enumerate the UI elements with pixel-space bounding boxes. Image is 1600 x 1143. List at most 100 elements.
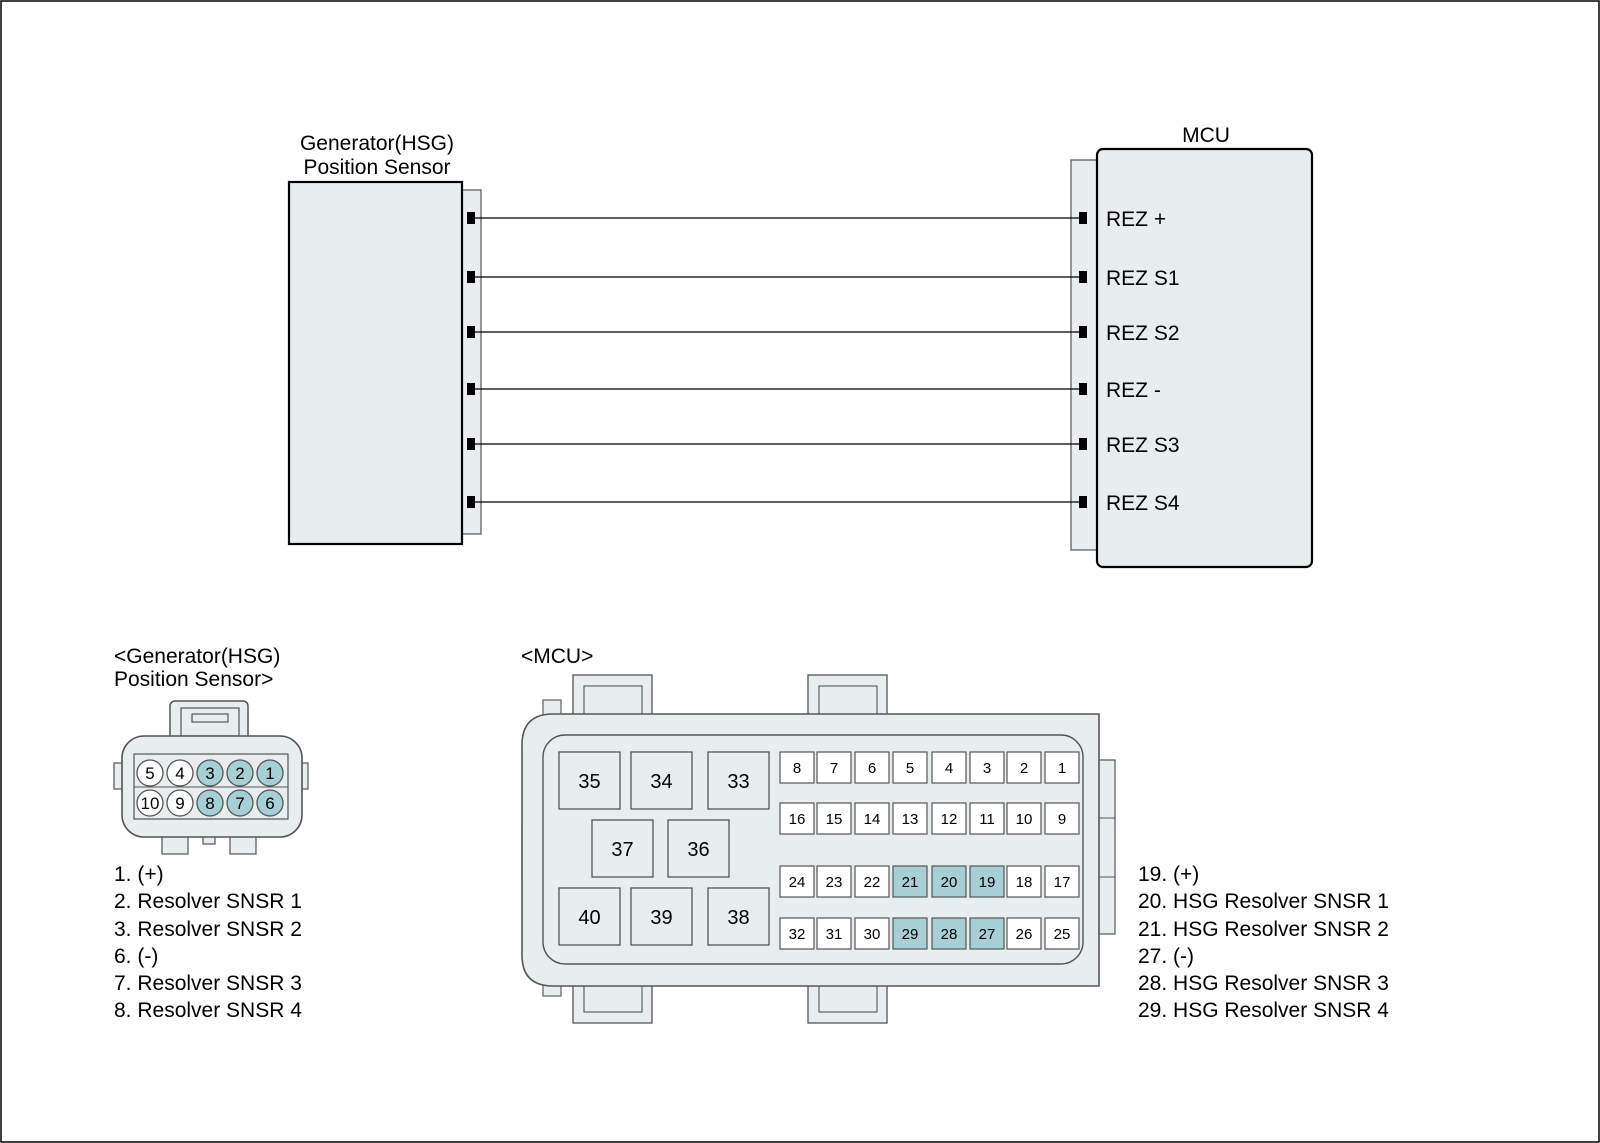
connector-latch-slot [191, 713, 229, 723]
mcu-pin-cell [931, 802, 967, 835]
mcu-pin-cell [816, 751, 852, 784]
sensor-connector-title-line1: <Generator(HSG) [114, 645, 280, 668]
mcu-pin-number: 16 [789, 811, 806, 828]
mcu-terminal [1079, 438, 1087, 450]
mcu-connector-strip [1070, 159, 1098, 551]
mcu-large-pin-number: 36 [687, 839, 709, 861]
mcu-pin-cell [779, 865, 815, 898]
sensor-pin-number: 7 [235, 794, 244, 813]
sensor-title-line2: Position Sensor [303, 156, 450, 179]
mcu-pin-cell [892, 802, 928, 835]
mcu-body [1095, 147, 1314, 569]
mcu-pin-label: REZ S4 [1106, 492, 1180, 515]
mcu-terminal [1079, 212, 1087, 224]
mcu-large-pin-cell [591, 819, 654, 878]
wire-harness: REZ + REZ S1 REZ S2 REZ - REZ S3 REZ S4 [467, 208, 1180, 515]
mcu-pin-number: 8 [793, 760, 801, 777]
mcu-pin-number: 1 [1058, 760, 1066, 777]
mcu-terminal [1079, 383, 1087, 395]
sensor-pin-cell [166, 759, 194, 787]
mcu-pin-cell [931, 751, 967, 784]
mcu-pin-label: REZ S3 [1106, 434, 1180, 457]
mcu-pin-cell [1006, 865, 1042, 898]
connector-lock-tab-inner [818, 982, 878, 1013]
mcu-pin-number: 23 [826, 874, 843, 891]
mcu-pin-number: 4 [945, 760, 953, 777]
connector-lock-tab-inner [818, 685, 878, 716]
mcu-pin-label: REZ S1 [1106, 267, 1180, 290]
mcu-pin-number: 28 [941, 926, 958, 943]
sensor-connector-strip [459, 189, 482, 535]
mcu-large-pin-cell [630, 751, 693, 810]
mcu-large-pin-cell [667, 819, 730, 878]
sensor-pin-cell [226, 759, 254, 787]
sensor-terminal [467, 383, 475, 395]
sensor-pin-number: 5 [145, 764, 154, 783]
mcu-pin-cell [892, 865, 928, 898]
mcu-pin-number: 5 [906, 760, 914, 777]
mcu-connector-title: <MCU> [521, 645, 593, 668]
mcu-large-pin-number: 35 [578, 771, 600, 793]
mcu-pin-number: 2 [1020, 760, 1028, 777]
mcu-pin-label: REZ - [1106, 379, 1161, 402]
mcu-pin-number: 11 [979, 811, 995, 828]
mcu-pin-cell [854, 865, 890, 898]
mcu-pin-cell [854, 917, 890, 950]
mcu-pin-cell [779, 751, 815, 784]
legend-item: 27. (-) [1138, 945, 1194, 968]
sensor-pin-number: 4 [175, 764, 184, 783]
mcu-pin-legend: 19. (+) 20. HSG Resolver SNSR 1 21. HSG … [1138, 863, 1389, 1022]
mcu-pin-cell [892, 917, 928, 950]
connector-lock-tab-inner [583, 982, 643, 1013]
mcu-pin-label: REZ S2 [1106, 322, 1180, 345]
mcu-large-pin-number: 37 [611, 839, 633, 861]
mcu-pin-cell [892, 751, 928, 784]
mcu-large-pin-number: 40 [578, 907, 600, 929]
mcu-pin-cell [816, 865, 852, 898]
mcu-large-pin-cell [707, 751, 770, 810]
mcu-pin-number: 24 [789, 874, 806, 891]
mcu-pin-number: 20 [941, 874, 958, 891]
mcu-pin-cell [969, 802, 1005, 835]
legend-item: 8. Resolver SNSR 4 [114, 999, 302, 1022]
legend-item: 29. HSG Resolver SNSR 4 [1138, 999, 1389, 1022]
sensor-pin-number: 2 [235, 764, 244, 783]
mcu-terminal [1079, 271, 1087, 283]
sensor-terminal [467, 438, 475, 450]
legend-item: 21. HSG Resolver SNSR 2 [1138, 918, 1389, 941]
sensor-pin-number: 9 [175, 794, 184, 813]
mcu-pin-number: 25 [1054, 926, 1071, 943]
mcu-large-pin-number: 34 [650, 771, 672, 793]
legend-item: 20. HSG Resolver SNSR 1 [1138, 890, 1389, 913]
legend-item: 7. Resolver SNSR 3 [114, 972, 302, 995]
mcu-pin-number: 22 [864, 874, 881, 891]
legend-item: 19. (+) [1138, 863, 1199, 886]
legend-item: 6. (-) [114, 945, 158, 968]
mcu-pin-number: 13 [902, 811, 919, 828]
sensor-pin-cell [256, 789, 284, 817]
mcu-pin-cell [1044, 917, 1080, 950]
sensor-pin-cell [136, 789, 164, 817]
mcu-pin-cell [931, 865, 967, 898]
sensor-terminal [467, 271, 475, 283]
mcu-pin-cell [854, 802, 890, 835]
mcu-pin-cell [816, 917, 852, 950]
mcu-pin-number: 10 [1016, 811, 1033, 828]
mcu-large-pin-cell [558, 887, 621, 946]
sensor-pin-number: 3 [205, 764, 214, 783]
mcu-large-pin-cell [707, 887, 770, 946]
sensor-pin-cell [226, 789, 254, 817]
mcu-large-pin-number: 33 [727, 771, 749, 793]
mcu-pin-number: 29 [902, 926, 919, 943]
mcu-pin-number: 32 [789, 926, 806, 943]
mcu-pin-cell [1006, 802, 1042, 835]
mcu-pin-cell [1006, 751, 1042, 784]
mcu-pin-cell [969, 751, 1005, 784]
mcu-pin-number: 26 [1016, 926, 1033, 943]
mcu-pin-number: 3 [983, 760, 991, 777]
sensor-title-line1: Generator(HSG) [300, 132, 454, 155]
mcu-pin-number: 7 [830, 760, 838, 777]
mcu-pin-number: 18 [1016, 874, 1033, 891]
